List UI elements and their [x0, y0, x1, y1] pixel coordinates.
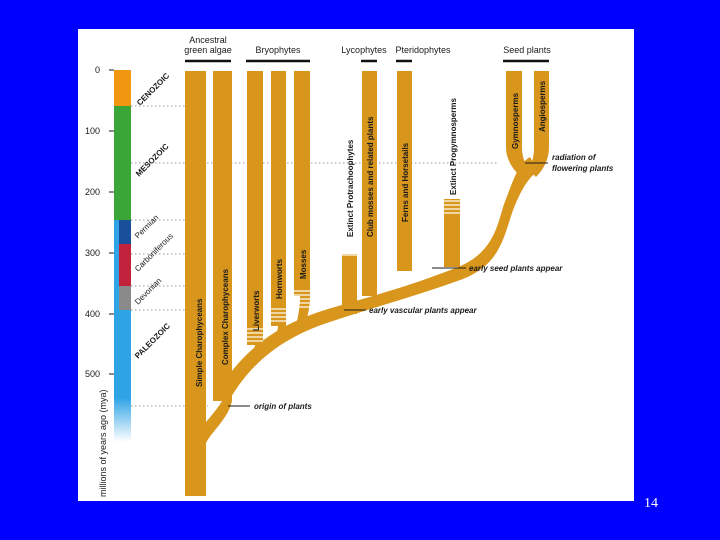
lineage-label-mosses: Mosses [299, 249, 308, 279]
branch-simple-charophyceans [185, 71, 206, 496]
fossil-uncertainty-stripes [247, 200, 460, 342]
lineage-label-extinct-protracheophytes: Extinct Protrachoophytes [346, 139, 355, 237]
axis-tick-label: 500 [85, 369, 100, 379]
era-labels: CENOZOIC MESOZOIC Permian Carboniferous … [133, 71, 175, 360]
lineage-label-hornworts: Hornworts [275, 258, 284, 299]
group-label-lycophytes: Lycophytes [341, 45, 387, 55]
lineage-label-club-mosses: Club mosses and related plants [366, 116, 375, 237]
cenozoic-band [114, 70, 131, 106]
group-label-bryophytes: Bryophytes [255, 45, 301, 55]
axis-tick-label: 400 [85, 309, 100, 319]
period-label-permian: Permian [133, 213, 160, 240]
axis-tick-label: 200 [85, 187, 100, 197]
branch-angiosperms [528, 71, 549, 177]
branch-extinct-progymnosperms [444, 199, 460, 267]
group-headers: Ancestral green algae Bryophytes Lycophy… [184, 35, 551, 63]
event-label-origin-of-plants: origin of plants [254, 402, 312, 411]
branch-ferns-horsetails [397, 71, 412, 271]
mesozoic-band [114, 106, 131, 220]
group-label-seed-plants: Seed plants [503, 45, 551, 55]
axis-tick-label: 100 [85, 126, 100, 136]
branch-gymnosperms [506, 71, 533, 179]
permian-band [119, 220, 131, 244]
group-label-ancestral-green-algae: Ancestral [189, 35, 227, 45]
branch-hornworts [271, 71, 286, 326]
era-label-paleozoic: PALEOZOIC [133, 321, 172, 360]
branch-mosses [294, 71, 310, 296]
lineage-labels: Simple Charophyceans Complex Charophycea… [195, 80, 547, 387]
devonian-band [119, 286, 131, 310]
lineage-label-angiosperms: Angiosperms [538, 80, 547, 132]
time-axis: 0 100 200 300 400 500 millions of years … [85, 65, 114, 497]
plant-evolution-diagram: 0 100 200 300 400 500 millions of years … [85, 35, 614, 497]
phylogenetic-tree [185, 71, 549, 496]
event-annotations: origin of plants early vascular plants a… [228, 153, 614, 411]
event-label-early-vascular-plants: early vascular plants appear [369, 306, 478, 315]
event-label-flowering-plants: flowering plants [552, 164, 614, 173]
lineage-label-ferns-horsetails: Ferns and Horsetails [401, 142, 410, 222]
group-label-pteridophytes: Pteridophytes [395, 45, 451, 55]
branch-club-mosses [362, 71, 377, 296]
lineage-label-extinct-progymnosperms: Extinct Progymnosperms [449, 98, 458, 195]
phylogeny-figure-panel: 0 100 200 300 400 500 millions of years … [78, 29, 634, 501]
axis-tick-label: 300 [85, 248, 100, 258]
lineage-label-complex-charophyceans: Complex Charophyceans [221, 268, 230, 365]
group-label-ancestral-green-algae-line2: green algae [184, 45, 232, 55]
lineage-label-liverworts: Liverworts [252, 290, 261, 331]
event-label-radiation-of: radiation of [552, 153, 597, 162]
era-label-mesozoic: MESOZOIC [134, 142, 171, 179]
timescale-bar [114, 70, 131, 442]
branch-extinct-protracheophytes [342, 254, 357, 314]
axis-tick-label: 0 [95, 65, 100, 75]
era-label-cenozoic: CENOZOIC [135, 71, 171, 107]
event-label-early-seed-plants: early seed plants appear [469, 264, 563, 273]
axis-title: millions of years ago (mya) [98, 389, 108, 497]
lineage-label-gymnosperms: Gymnosperms [511, 92, 520, 149]
branch-liverworts [247, 71, 263, 345]
slide-number: 14 [644, 496, 658, 511]
period-label-devonian: Devonian [133, 276, 163, 306]
branch-complex-charophyceans [213, 71, 232, 401]
carboniferous-band [119, 244, 131, 286]
lineage-label-simple-charophyceans: Simple Charophyceans [195, 298, 204, 387]
